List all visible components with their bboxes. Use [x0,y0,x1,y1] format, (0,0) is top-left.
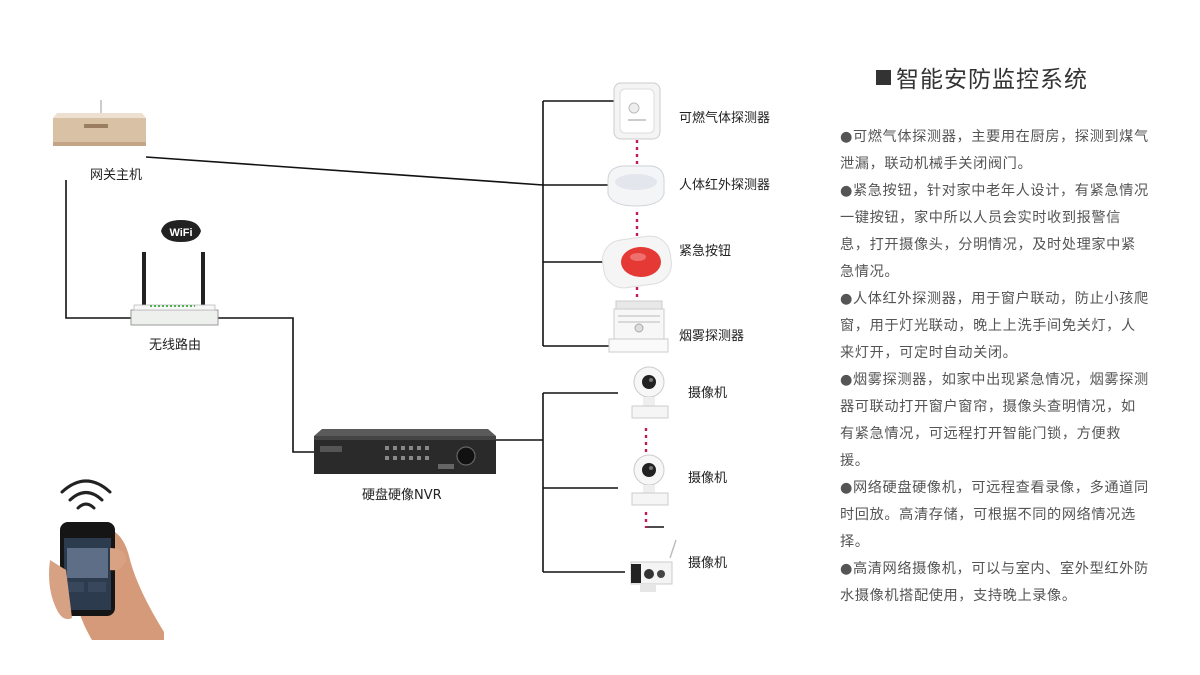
square-bullet-icon [876,69,891,85]
gateway-label: 网关主机 [90,168,143,183]
gateway-to-router-line [65,180,131,319]
indoor-camera-icon [631,366,669,419]
system-diagram: WiFi [49,82,677,640]
description-paragraph: ●烟雾探测器，如家中出现紧急情况，烟雾探测器可联动打开窗户窗帘，摄像头查明情况，… [840,372,1149,469]
outdoor-camera-icon [630,539,677,592]
gas-detector-icon [613,82,661,140]
camera-label: 摄像机 [688,556,728,571]
description-panel: 智能安防监控系统 ●可燃气体探测器，主要用在厨房，探测到煤气泄漏，联动机械手关闭… [840,60,1150,610]
gas-detector-label: 可燃气体探测器 [679,111,771,126]
smartphone-in-hand-icon [49,522,164,640]
nvr-label: 硬盘硬像NVR [362,488,442,503]
camera-label: 摄像机 [688,471,728,486]
camera-label: 摄像机 [688,386,728,401]
gateway-device-icon [53,100,146,146]
wifi-badge-text: WiFi [169,227,192,239]
connection-lines [65,100,664,573]
router-label: 无线路由 [149,338,202,353]
nvr-device-icon [314,429,496,474]
description-paragraph: ●高清网络摄像机，可以与室内、室外型红外防水摄像机搭配使用，支持晚上录像。 [840,561,1149,604]
router-to-nvr-line [218,317,314,453]
emergency-button-icon [602,235,672,289]
smoke-detector-icon [608,300,669,353]
description-paragraph: ●紧急按钮，针对家中老年人设计，有紧急情况一键按钮，家中所以人员会实时收到报警信… [840,183,1149,280]
pir-detector-icon [607,165,665,207]
description-paragraph: ●网络硬盘硬像机，可远程查看录像，多通道同时回放。高清存储，可根据不同的网络情况… [840,480,1149,550]
pir-detector-label: 人体红外探测器 [679,178,771,193]
panel-title: 智能安防监控系统 [876,60,1150,94]
wifi-badge-icon: WiFi [161,220,201,242]
wifi-signal-icon [60,479,112,510]
gateway-to-detectors-line [145,156,544,186]
description-paragraph: ●可燃气体探测器，主要用在厨房，探测到煤气泄漏，联动机械手关闭阀门。 [840,129,1149,172]
emergency-button-label: 紧急按钮 [679,244,732,259]
smoke-detector-label: 烟雾探测器 [679,329,745,344]
description-paragraph: ●人体红外探测器，用于窗户联动，防止小孩爬窗，用于灯光联动，晚上上洗手间免关灯，… [840,291,1149,361]
indoor-camera-icon [631,454,669,506]
panel-title-text: 智能安防监控系统 [896,67,1088,93]
router-device-icon [130,252,219,326]
